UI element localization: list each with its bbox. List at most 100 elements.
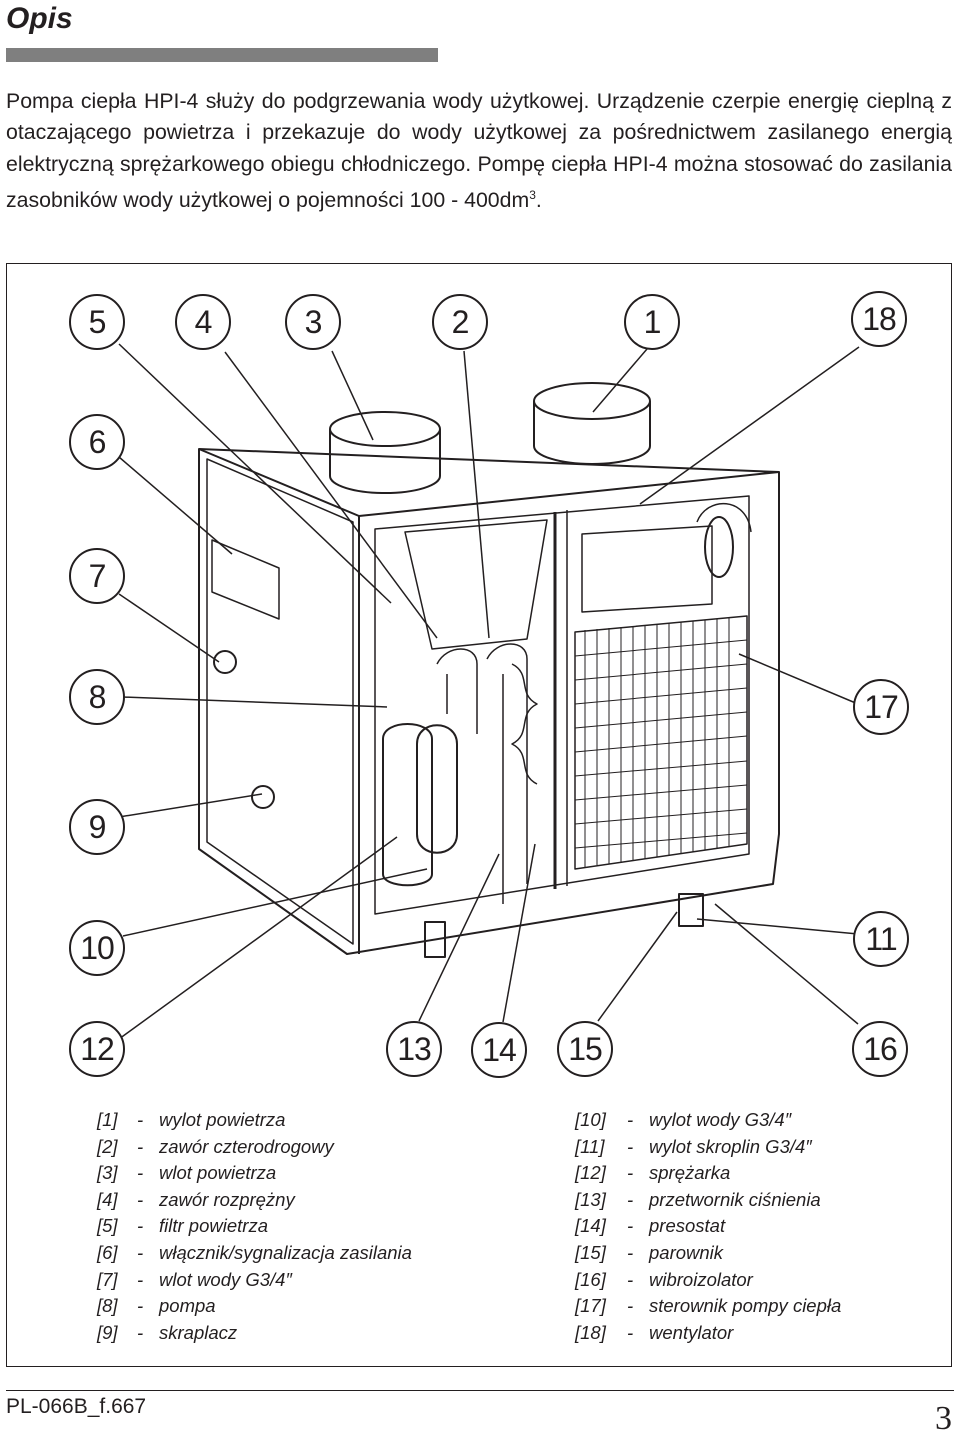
legend-item: [12]-sprężarka (575, 1160, 841, 1187)
legend-label: wylot wody G3/4″ (649, 1109, 792, 1130)
legend-num: [1] (97, 1109, 118, 1130)
legend-num: [2] (97, 1135, 118, 1157)
callout-5: 5 (69, 294, 125, 350)
legend-dash: - (137, 1109, 144, 1130)
callout-7: 7 (69, 548, 125, 604)
inner-compartment (374, 495, 750, 915)
controller-cable (696, 502, 752, 533)
pipe-bundle (436, 643, 528, 904)
callout-2: 2 (432, 294, 488, 350)
callout-8: 8 (69, 669, 125, 725)
legend-dash: - (137, 1188, 144, 1210)
legend-label: wentylator (649, 1321, 734, 1343)
legend-num: [16] (575, 1268, 606, 1290)
intro-paragraph: Pompa ciepła HPI-4 służy do podgrzewania… (6, 86, 952, 216)
outlet-duct-body (533, 401, 651, 465)
legend-num: [14] (575, 1215, 606, 1237)
legend-label: sprężarka (649, 1162, 731, 1184)
intro-superscript: 3 (529, 187, 536, 202)
legend-item: [15]-parownik (575, 1240, 841, 1267)
capacitor (704, 516, 734, 578)
legend-num: [9] (97, 1321, 118, 1343)
pump-body (416, 724, 458, 854)
legend-num: [15] (575, 1241, 606, 1263)
water-outlet-stub (424, 921, 446, 958)
legend-dash: - (137, 1215, 144, 1237)
legend-label: pompa (159, 1295, 216, 1317)
legend-num: [7] (97, 1268, 118, 1290)
footer-rule (6, 1390, 954, 1391)
callout-11: 11 (853, 911, 909, 967)
legend-item: [2]-zawór czterodrogowy (97, 1134, 412, 1161)
side-panel-inner (206, 458, 354, 945)
legend-dash: - (137, 1321, 144, 1343)
legend-label: presostat (649, 1215, 726, 1237)
legend-dash: - (137, 1135, 144, 1157)
callout-1: 1 (624, 294, 680, 350)
legend-num: [5] (97, 1215, 118, 1237)
legend-num: [8] (97, 1295, 118, 1317)
legend-item: [6]-włącznik/sygnalizacja zasilania (97, 1240, 412, 1267)
callout-16: 16 (852, 1021, 908, 1077)
legend-label: skraplacz (159, 1321, 238, 1343)
legend-item: [13]-przetwornik ciśnienia (575, 1187, 841, 1214)
legend-label: wlot powietrza (159, 1162, 277, 1184)
legend-dash: - (627, 1268, 634, 1290)
legend-label: zawór czterodrogowy (159, 1135, 334, 1157)
inlet-duct-body (329, 429, 441, 494)
legend-dash: - (137, 1268, 144, 1290)
filter-panel (404, 519, 548, 650)
legend-num: [11] (575, 1135, 605, 1157)
legend-item: [9]-skraplacz (97, 1320, 412, 1347)
outlet-duct-top (533, 382, 651, 420)
evaporator-fins (574, 618, 748, 867)
callout-17: 17 (853, 679, 909, 735)
legend-num: [12] (575, 1162, 606, 1184)
legend-num: [4] (97, 1188, 118, 1210)
legend-item: [11]-wylot skroplin G3/4″ (575, 1134, 841, 1161)
legend-dash: - (627, 1188, 634, 1210)
legend-item: [4]-zawór rozprężny (97, 1187, 412, 1214)
legend-item: [18]-wentylator (575, 1320, 841, 1347)
callout-10: 10 (69, 920, 125, 976)
legend-num: [6] (97, 1241, 118, 1263)
legend-item: [1]-wylot powietrza (97, 1107, 412, 1134)
intro-end: . (535, 187, 542, 212)
legend-dash: - (627, 1109, 634, 1130)
callout-13: 13 (386, 1021, 442, 1077)
legend-dash: - (627, 1321, 634, 1343)
legend-dash: - (137, 1295, 144, 1317)
heat-pump-diagram (118, 343, 860, 1040)
legend-item: [14]-presostat (575, 1213, 841, 1240)
legend-label: zawór rozprężny (159, 1188, 295, 1210)
callout-leader-lines (118, 343, 860, 1040)
connection-panel (211, 539, 280, 620)
legend-label: wylot skroplin G3/4″ (649, 1135, 812, 1157)
legend-num: [17] (575, 1295, 606, 1317)
legend-dash: - (627, 1215, 634, 1237)
heat-pump-figure: 5 4 3 2 1 18 6 7 8 17 9 10 11 12 13 14 1… (6, 263, 952, 1367)
callout-6: 6 (69, 414, 125, 470)
legend-dash: - (627, 1241, 634, 1263)
legend-item: [3]-wlot powietrza (97, 1160, 412, 1187)
legend-item: [7]-wlot wody G3/4″ (97, 1267, 412, 1294)
legend-dash: - (627, 1135, 634, 1157)
controller-board (581, 525, 713, 613)
legend-item: [16]-wibroizolator (575, 1267, 841, 1294)
water-inlet-fitting (213, 650, 237, 674)
legend-item: [5]-filtr powietrza (97, 1213, 412, 1240)
intro-text: Pompa ciepła HPI-4 służy do podgrzewania… (6, 89, 952, 212)
section-title: Opis (6, 2, 73, 35)
callout-15: 15 (557, 1021, 613, 1077)
legend-dash: - (627, 1295, 634, 1317)
condenser-coil (511, 663, 538, 785)
legend-item: [10]-wylot wody G3/4″ (575, 1107, 841, 1134)
legend-label: filtr powietrza (159, 1215, 268, 1237)
callout-3: 3 (285, 294, 341, 350)
callout-9: 9 (69, 799, 125, 855)
water-outlet-fitting (251, 785, 275, 809)
legend-dash: - (627, 1162, 634, 1184)
legend-num: [3] (97, 1162, 118, 1184)
callout-4: 4 (175, 294, 231, 350)
title-underline-bar (6, 48, 438, 62)
